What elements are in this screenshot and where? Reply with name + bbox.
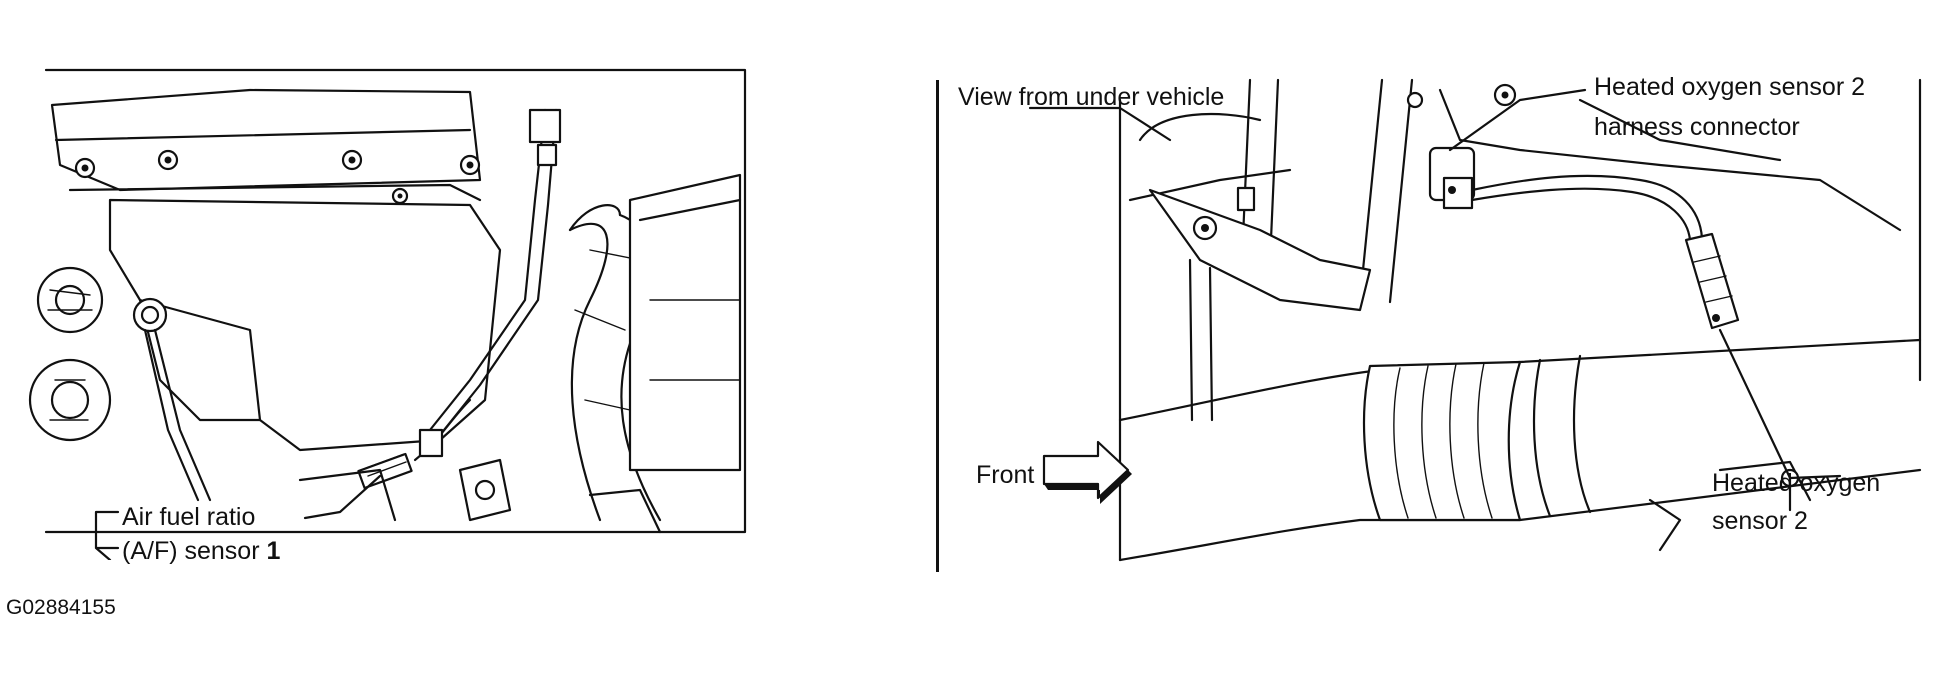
af-sensor-callout-number: 1 xyxy=(266,537,281,565)
manifold-bolts xyxy=(74,149,481,205)
front-label: Front xyxy=(976,461,1035,489)
left-engine-view xyxy=(0,0,760,560)
ho2s2-callout-line1: Heated oxygen xyxy=(1712,469,1881,497)
af-sensor-callout-line1: Air fuel ratio xyxy=(122,503,256,531)
ho2s2-callout-line2: sensor 2 xyxy=(1712,507,1808,535)
af-sensor-callout-line2: (A/F) sensor 1 xyxy=(122,536,280,566)
ho2s2-connector-callout-line1: Heated oxygen sensor 2 xyxy=(1594,73,1866,101)
af-sensor-callout-prefix: (A/F) sensor xyxy=(122,537,260,565)
left-engine-illustration xyxy=(28,68,747,560)
right-under-vehicle-view xyxy=(960,0,1930,580)
panel-divider xyxy=(936,80,939,572)
af-sensor-1-graphic xyxy=(357,398,472,490)
view-note-label: View from under vehicle xyxy=(958,83,1225,111)
ho2s2-connector-callout-line2: harness connector xyxy=(1594,113,1800,141)
ho2s2-sensor-graphic xyxy=(1684,232,1740,330)
ho2s2-connector-graphic xyxy=(1428,146,1704,242)
figure-id: G02884155 xyxy=(6,596,116,619)
right-underbody-illustration xyxy=(1028,78,1922,562)
front-arrow-icon xyxy=(1042,440,1132,504)
